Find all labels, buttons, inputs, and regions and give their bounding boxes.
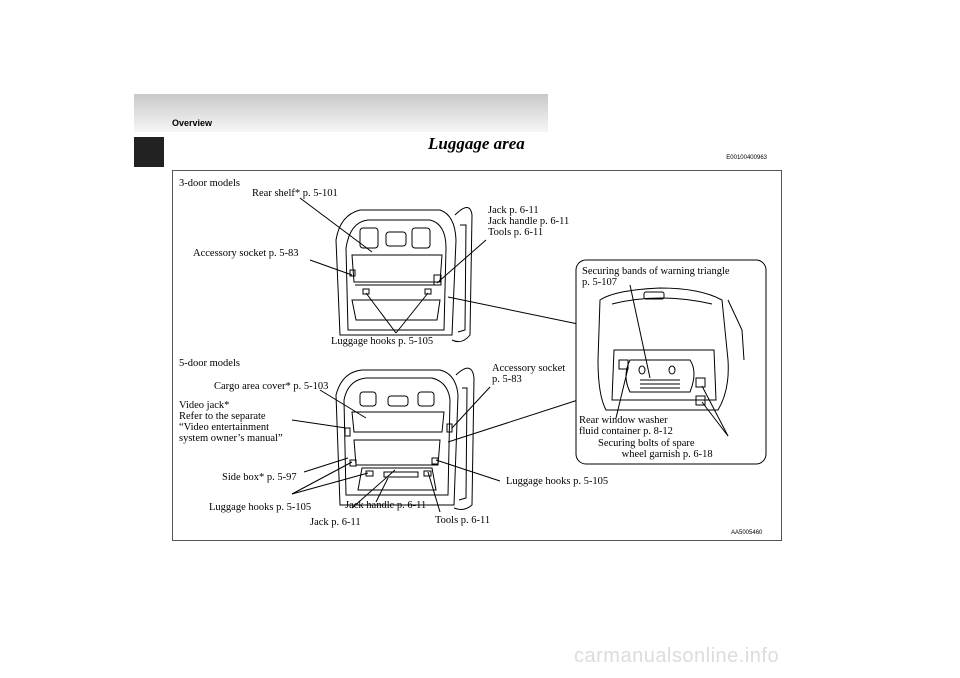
- luggage-hooks-right-label: Luggage hooks p. 5-105: [506, 476, 609, 487]
- three-door-vehicle: [335, 207, 473, 343]
- accessory-socket-5door-label: Accessory socket p. 5-83: [492, 363, 566, 385]
- figure-code: AA5005460: [731, 530, 763, 536]
- section-label: Overview: [172, 118, 213, 128]
- chapter-tab: [134, 137, 164, 167]
- washer-fluid-label: Rear window washer fluid container p. 8-…: [579, 415, 673, 437]
- luggage-hooks-left-label: Luggage hooks p. 5-105: [209, 502, 312, 513]
- three-door-heading: 3-door models: [179, 178, 240, 189]
- securing-bolts-label: Securing bolts of spare wheel garnish p.…: [598, 438, 713, 460]
- rear-shelf-label: Rear shelf* p. 5-101: [252, 188, 338, 199]
- accessory-socket-label: Accessory socket p. 5-83: [193, 248, 299, 259]
- header-band: [134, 94, 548, 132]
- jack-tools-label: Jack p. 6-11 Jack handle p. 6-11 Tools p…: [488, 205, 570, 238]
- cargo-cover-label: Cargo area cover* p. 5-103: [214, 381, 329, 392]
- video-jack-label: Video jack* Refer to the separate “Video…: [179, 400, 283, 444]
- luggage-hooks-label: Luggage hooks p. 5-105: [331, 336, 434, 347]
- jack-handle-label: Jack handle p. 6-11: [345, 500, 427, 511]
- tools-label: Tools p. 6-11: [435, 515, 491, 526]
- five-door-heading: 5-door models: [179, 358, 240, 369]
- jack-label: Jack p. 6-11: [310, 517, 361, 528]
- five-door-vehicle: [335, 367, 475, 510]
- inset-door-illustration: [597, 287, 745, 411]
- reference-code: E00100400963: [726, 155, 767, 161]
- securing-bands-label: Securing bands of warning triangle p. 5-…: [582, 266, 730, 288]
- figure-frame: [172, 170, 782, 541]
- watermark-text: carmanualsonline.info: [574, 645, 780, 667]
- side-box-label: Side box* p. 5-97: [222, 472, 297, 483]
- page-title: Luggage area: [428, 134, 525, 153]
